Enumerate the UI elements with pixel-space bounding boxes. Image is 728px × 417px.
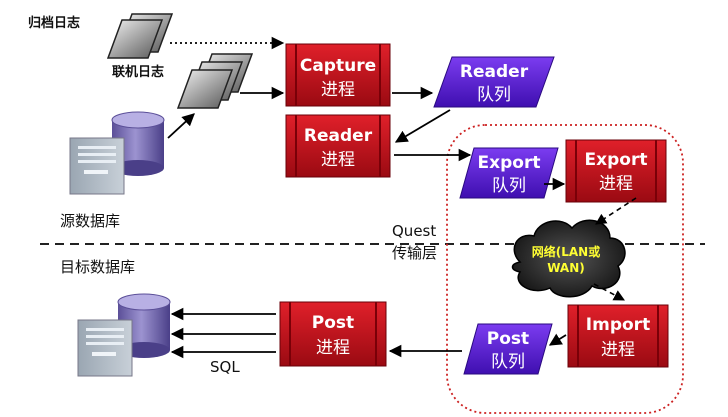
svg-text:Reader: Reader — [460, 62, 529, 82]
archive-log-label: 归档日志 — [28, 15, 80, 31]
export-queue-box: Export 队列 — [459, 147, 559, 199]
svg-text:Export: Export — [478, 153, 541, 173]
svg-text:WAN): WAN) — [547, 261, 585, 275]
svg-text:进程: 进程 — [316, 338, 350, 358]
transport-layer-label: 传输层 — [392, 244, 437, 262]
svg-text:进程: 进程 — [601, 340, 635, 360]
reader-process-box: Reader 进程 — [285, 114, 391, 178]
svg-text:队列: 队列 — [491, 352, 525, 372]
network-cloud-icon: 网络(LAN或 WAN) — [511, 219, 626, 298]
target-database-icon — [77, 293, 171, 377]
export-process-box: Export 进程 — [565, 139, 667, 203]
sql-label: SQL — [210, 358, 240, 376]
export-to-network-arrow — [595, 197, 637, 225]
network-to-import-arrow — [593, 283, 625, 301]
transport-zone — [446, 124, 684, 414]
post-queue-box: Post 队列 — [463, 323, 553, 375]
sourcedb-to-logs-arrow — [167, 113, 195, 139]
svg-text:Export: Export — [585, 150, 648, 170]
svg-text:队列: 队列 — [477, 85, 511, 105]
svg-text:进程: 进程 — [321, 80, 355, 100]
online-log-icon — [176, 53, 254, 109]
import-process-box: Import 进程 — [567, 304, 669, 368]
archive-log-icon — [106, 13, 174, 59]
svg-text:Post: Post — [487, 329, 529, 349]
svg-text:进程: 进程 — [599, 174, 633, 194]
svg-text:Reader: Reader — [304, 126, 373, 146]
readerqueue-to-reader-arrow — [394, 109, 451, 143]
import-to-postqueue-arrow — [548, 333, 567, 346]
source-database-icon — [69, 111, 165, 195]
svg-text:队列: 队列 — [492, 176, 526, 196]
online-log-label: 联机日志 — [112, 64, 164, 80]
capture-process-box: Capture 进程 — [285, 43, 391, 107]
svg-text:Import: Import — [586, 315, 650, 335]
svg-text:Post: Post — [312, 313, 354, 333]
reader-queue-box: Reader 队列 — [433, 56, 555, 108]
post-process-box: Post 进程 — [279, 301, 387, 367]
svg-text:Capture: Capture — [300, 56, 376, 76]
target-db-label: 目标数据库 — [60, 258, 135, 276]
source-db-label: 源数据库 — [60, 212, 120, 230]
svg-text:网络(LAN或: 网络(LAN或 — [532, 244, 600, 259]
svg-text:进程: 进程 — [321, 150, 355, 170]
quest-label: Quest — [392, 222, 436, 240]
